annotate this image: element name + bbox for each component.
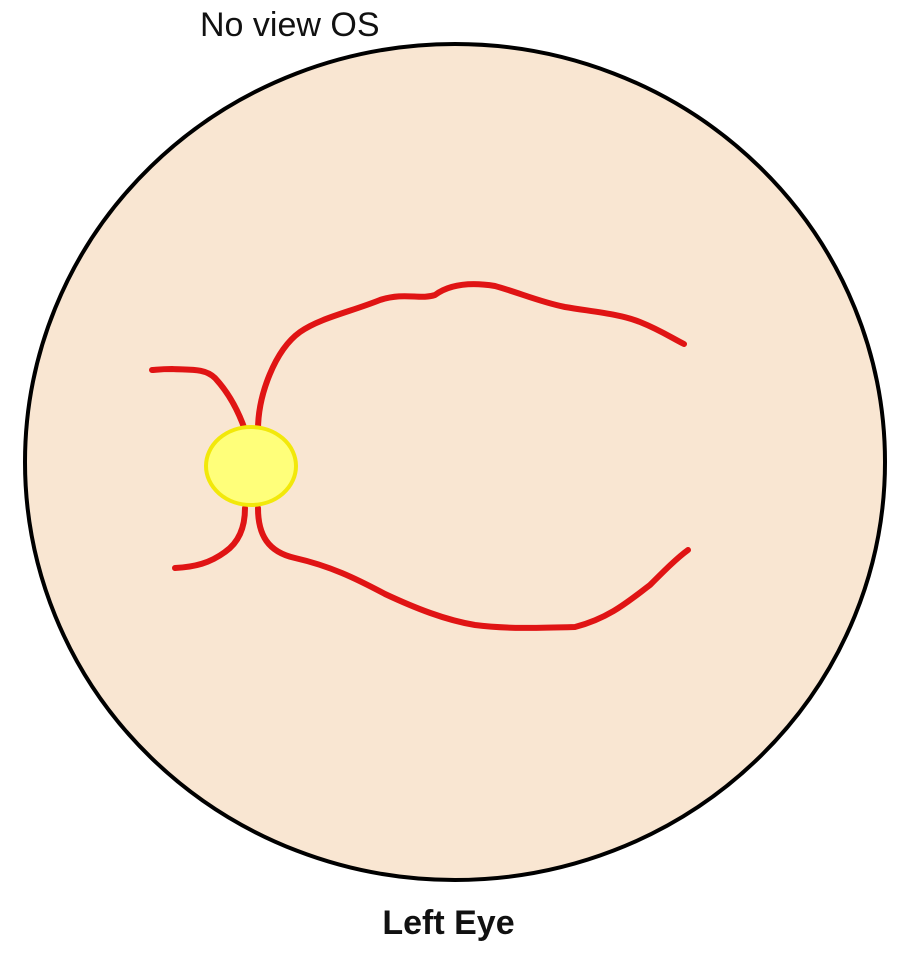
- figure-caption: Left Eye: [0, 906, 897, 940]
- fundus-outline: [25, 44, 885, 880]
- optic-disc: [206, 427, 296, 505]
- status-text: No view OS: [200, 8, 380, 42]
